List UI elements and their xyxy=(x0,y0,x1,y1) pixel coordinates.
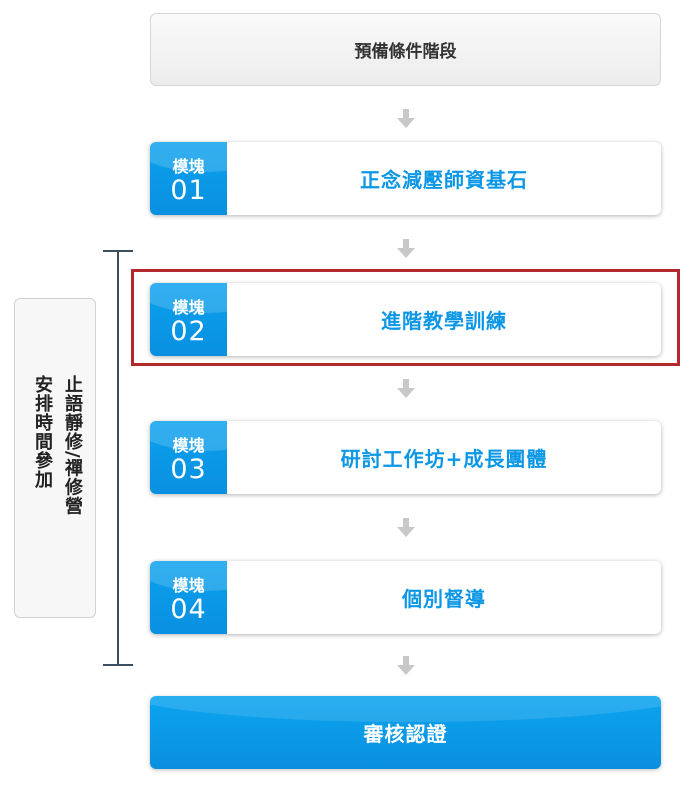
retreat-note-box: 止語靜修/禪修營 安排時間參加 xyxy=(14,298,96,618)
module-badge: 模塊 02 xyxy=(150,283,227,356)
review-certification-box: 審核認證 xyxy=(150,696,661,769)
module-badge: 模塊 03 xyxy=(150,421,227,494)
module-02: 模塊 02 進階教學訓練 xyxy=(150,283,661,356)
module-number: 01 xyxy=(170,175,207,206)
bracket-bottom-tick xyxy=(103,664,133,666)
arrow-down-icon xyxy=(397,239,415,258)
module-word: 模塊 xyxy=(172,436,205,455)
module-word: 模塊 xyxy=(172,157,205,176)
module-badge: 模塊 01 xyxy=(150,142,227,215)
arrow-down-icon xyxy=(397,656,415,675)
bracket-top-tick xyxy=(103,250,133,252)
module-number: 03 xyxy=(170,454,207,485)
module-badge: 模塊 04 xyxy=(150,561,227,634)
prep-stage-box: 預備條件階段 xyxy=(150,13,661,86)
arrow-down-icon xyxy=(397,109,415,128)
module-04: 模塊 04 個別督導 xyxy=(150,561,661,634)
arrow-down-icon xyxy=(397,379,415,398)
arrow-down-icon xyxy=(397,518,415,537)
module-title: 研討工作坊+成長團體 xyxy=(340,447,548,471)
module-word: 模塊 xyxy=(172,298,205,317)
module-title: 進階教學訓練 xyxy=(381,309,507,333)
module-01: 模塊 01 正念減壓師資基石 xyxy=(150,142,661,215)
prep-stage-label: 預備條件階段 xyxy=(354,42,457,62)
module-title: 正念減壓師資基石 xyxy=(360,168,528,192)
module-number: 02 xyxy=(170,316,207,347)
retreat-note-line1: 止語靜修/禪修營 xyxy=(62,375,83,516)
module-03: 模塊 03 研討工作坊+成長團體 xyxy=(150,421,661,494)
bracket-line xyxy=(117,250,119,666)
retreat-note-line2: 安排時間參加 xyxy=(32,375,53,489)
module-title: 個別督導 xyxy=(402,587,486,611)
review-label: 審核認證 xyxy=(363,722,448,746)
highlight-frame xyxy=(131,269,680,366)
module-number: 04 xyxy=(170,594,207,625)
module-word: 模塊 xyxy=(172,576,205,595)
